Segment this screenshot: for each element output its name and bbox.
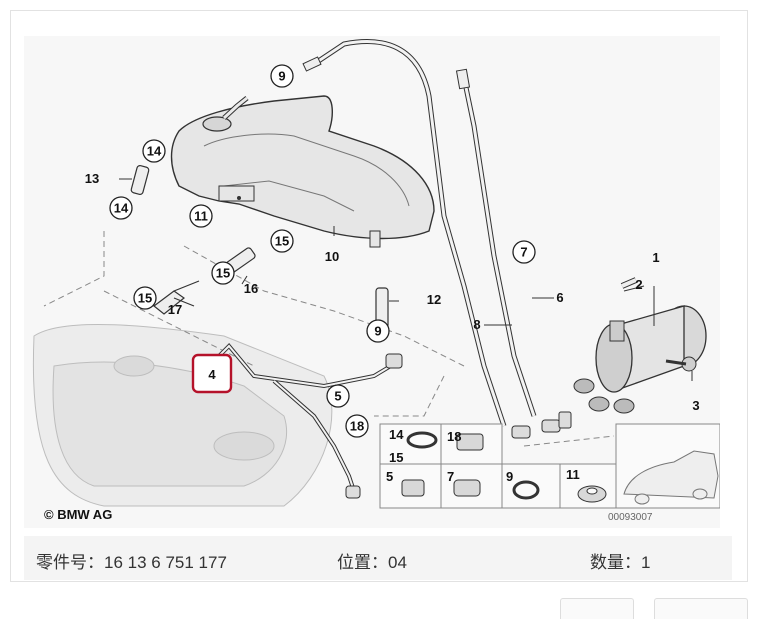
callout-7: 7: [512, 240, 536, 264]
label-2: 2: [635, 277, 642, 292]
callout-5: 5: [326, 384, 350, 408]
legend-label-18: 18: [447, 429, 461, 444]
part-info-bar: 零件号：16 13 6 751 177 位置：04 数量：1: [24, 536, 732, 580]
callout-9: 9: [366, 319, 390, 343]
legend-label-11: 11: [566, 467, 580, 482]
svg-text:14: 14: [114, 201, 129, 216]
svg-text:7: 7: [520, 245, 527, 260]
label-16: 16: [244, 281, 258, 296]
legend-label-9: 9: [506, 469, 513, 484]
svg-text:14: 14: [147, 144, 162, 159]
hose-13: [130, 164, 150, 196]
callout-15: 15: [211, 261, 235, 285]
legend-labels: 14 15 18 5 7 9 11: [386, 427, 580, 484]
callout-15: 15: [270, 229, 294, 253]
callout-4: 4: [208, 367, 216, 382]
label-6: 6: [556, 290, 563, 305]
callout-9: 9: [270, 64, 294, 88]
legend-label-15: 15: [389, 450, 403, 465]
svg-text:15: 15: [216, 266, 230, 281]
legend-label-5: 5: [386, 469, 393, 484]
legend-label-7: 7: [447, 469, 454, 484]
callout-15: 15: [133, 286, 157, 310]
callout-18: 18: [345, 414, 369, 438]
quantity: 数量：1: [590, 553, 651, 572]
svg-text:5: 5: [334, 389, 341, 404]
callout-14: 14: [142, 139, 166, 163]
svg-text:11: 11: [194, 209, 208, 224]
plain-labels: 13 10 16 17 12 8 6 12 3: [85, 171, 700, 413]
callout-4-highlight: [191, 353, 233, 394]
fuel-tank-outline: [32, 323, 333, 507]
callout-11: 11: [189, 204, 213, 228]
carbon-canister: [573, 277, 707, 414]
svg-text:9: 9: [278, 69, 285, 84]
tab-stub-1[interactable]: [560, 598, 634, 619]
svg-text:15: 15: [138, 291, 152, 306]
car-thumbnail: [623, 450, 719, 505]
copyright-text: © BMW AG: [44, 507, 112, 522]
label-3: 3: [692, 398, 699, 413]
parts-diagram: 9 14 14 11 15 15 15 7 4 5 18 9 13 10 16 17 12 8 6 12 3 14 15…: [24, 36, 720, 528]
position: 位置：04: [337, 553, 407, 572]
expansion-tank: [170, 95, 435, 248]
label-13: 13: [85, 171, 99, 186]
svg-text:18: 18: [350, 419, 364, 434]
circled-callouts: 9 14 14 11 15 15 15 7 4 5 18 9: [109, 64, 536, 438]
label-17: 17: [168, 302, 182, 317]
callout-14: 14: [109, 196, 133, 220]
label-12: 12: [427, 292, 441, 307]
label-8: 8: [473, 317, 480, 332]
label-1: 1: [652, 250, 659, 265]
hose-connectors: [511, 411, 572, 439]
legend-label-14: 14: [389, 427, 404, 442]
label-10: 10: [325, 249, 339, 264]
svg-text:15: 15: [275, 234, 289, 249]
svg-text:9: 9: [374, 324, 381, 339]
part-number: 零件号：16 13 6 751 177: [36, 553, 227, 572]
tab-stub-2[interactable]: [654, 598, 748, 619]
svg-text:4: 4: [208, 367, 216, 382]
t-piece-17: [153, 280, 200, 315]
image-code: 00093007: [608, 512, 653, 523]
